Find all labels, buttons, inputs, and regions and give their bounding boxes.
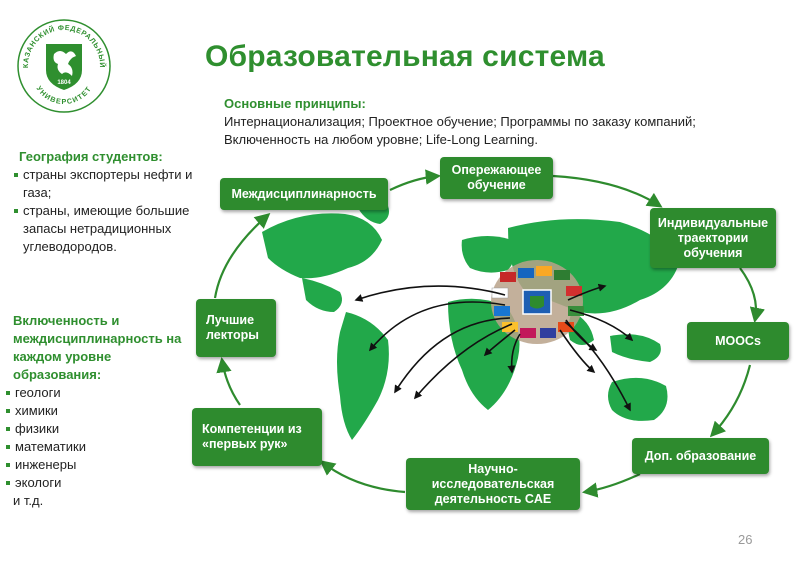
geography-item: страны, имеющие большие запасы нетрадици… [14,202,214,256]
geography-heading: География студентов: [19,149,163,164]
inclusion-heading: Включенность и междисциплинарность на ка… [13,313,182,382]
inclusion-item: экологи [6,474,196,492]
map-australia [608,377,668,421]
map-north-america [262,213,382,279]
principles-text: Интернационализация; Проектное обучение;… [224,114,696,147]
inclusion-item: инженеры [6,456,196,474]
logo-shield-icon [46,44,82,90]
box-moocs: MOOCs [687,322,789,360]
map-southeast-asia [610,334,661,362]
inclusion-item: химики [6,402,196,420]
inclusion-etc: и т.д. [13,493,44,508]
principles-block: Основные принципы: Интернационализация; … [224,95,784,149]
box-best-lecturers: Лучшие лекторы [196,299,276,357]
box-advanced-learning: Опережающее обучение [440,157,553,199]
page-title: Образовательная система [205,40,605,73]
connection-lines [354,283,634,412]
box-research: Научно-исследовательская деятельность CA… [406,458,580,510]
box-extra-education: Доп. образование [632,438,769,474]
inclusion-item: физики [6,420,196,438]
inclusion-block: Включенность и междисциплинарность на ка… [6,312,196,510]
map-europe [461,236,516,273]
inclusion-item: геологи [6,384,196,402]
logo-year: 1804 [57,80,71,86]
cycle-arrows [213,169,765,498]
world-map [262,203,680,440]
page-number: 26 [738,532,753,547]
university-logo: КАЗАНСКИЙ ФЕДЕРАЛЬНЫЙ УНИВЕРСИТЕТ 1804 [17,19,111,113]
box-first-hand: Компетенции из «первых рук» [192,408,322,466]
box-interdisciplinarity: Междисциплинарность [220,178,388,210]
map-central-america [302,278,342,312]
principles-heading: Основные принципы: [224,96,366,111]
geography-block: География студентов: страны экспортеры н… [14,148,214,256]
geography-item: страны экспортеры нефти и газа; [14,166,214,202]
box-individual-paths: Индивидуальные траектории обучения [650,208,776,268]
map-south-america [337,312,389,440]
inclusion-item: математики [6,438,196,456]
